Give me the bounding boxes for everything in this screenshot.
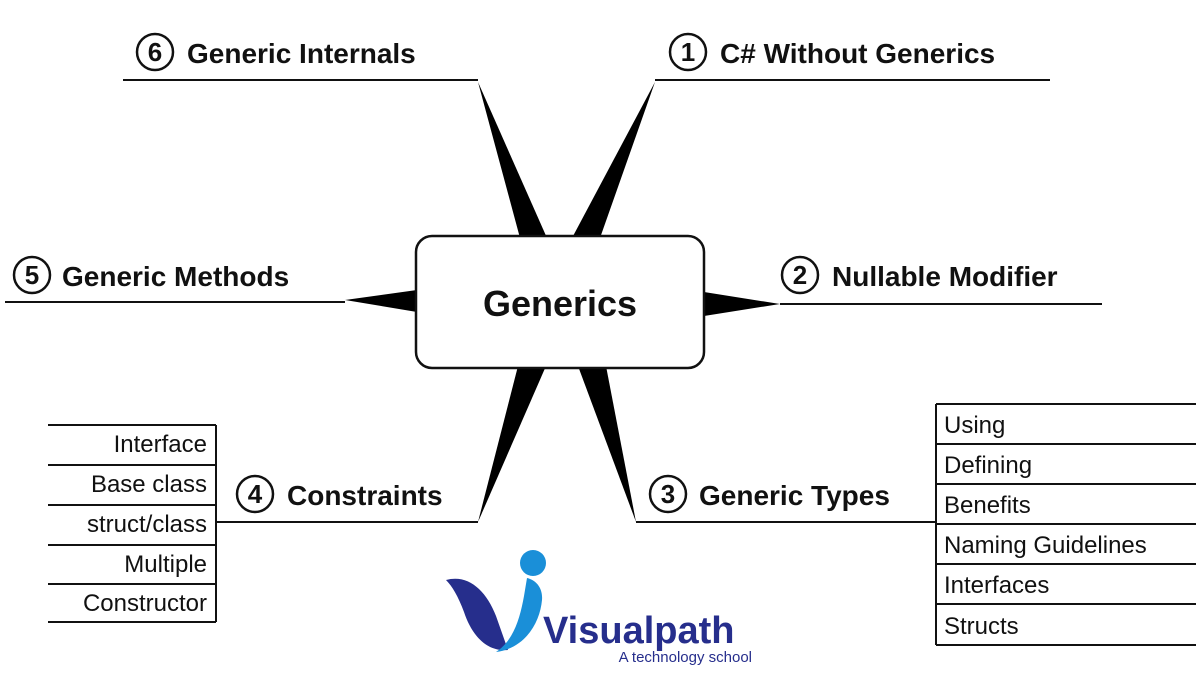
constraints-item: Base class (91, 471, 207, 498)
generic-types-item: Using (944, 412, 1005, 439)
generic-types-item: Defining (944, 452, 1032, 479)
branch-1: 1 C# Without Generics (668, 32, 995, 72)
logo-v-left-stroke (446, 578, 508, 651)
constraints-item: struct/class (87, 511, 207, 538)
branch-1-number: 1 (681, 37, 695, 67)
logo-dot (520, 550, 546, 576)
branch-4-label: Constraints (287, 480, 443, 511)
constraints-sublist: Interface Base class struct/class Multip… (48, 424, 217, 623)
spike-branch-2 (704, 292, 780, 316)
constraints-item: Multiple (124, 551, 207, 578)
spike-branch-6 (478, 82, 547, 238)
branch-underlines (5, 79, 1102, 523)
branch-2-label: Nullable Modifier (832, 261, 1058, 292)
center-node-box (414, 234, 706, 370)
visualpath-logo: Visualpath A technology school (446, 550, 752, 666)
generic-types-item: Benefits (944, 492, 1031, 519)
branch-6-number-badge (135, 32, 175, 72)
branch-2: 2 Nullable Modifier (780, 255, 1058, 295)
branch-6-label: Generic Internals (187, 38, 416, 69)
spike-branch-1 (572, 82, 655, 238)
branch-2-number: 2 (793, 260, 807, 290)
branch-3: 3 Generic Types (648, 474, 890, 514)
branch-6-number: 6 (148, 37, 162, 67)
generic-types-item: Naming Guidelines (944, 532, 1147, 559)
branch-1-label: C# Without Generics (720, 38, 995, 69)
constraints-item: Constructor (83, 590, 207, 617)
spike-branch-5 (345, 290, 417, 312)
branch-3-number: 3 (661, 479, 675, 509)
branch-4-number: 4 (248, 479, 263, 509)
visualpath-logo-name: Visualpath (543, 610, 734, 652)
branch-5-label: Generic Methods (62, 261, 289, 292)
branch-6: 6 Generic Internals (135, 32, 416, 72)
constraints-item: Interface (114, 431, 207, 458)
branch-4-number-badge (235, 474, 275, 514)
connector-spikes (345, 82, 780, 522)
branch-4: 4 Constraints (235, 474, 443, 514)
center-node: Generics (414, 234, 706, 370)
logo-v-right-stroke (496, 578, 543, 652)
branch-5-number: 5 (25, 260, 39, 290)
branch-2-number-badge (780, 255, 820, 295)
center-node-label: Generics (483, 283, 637, 324)
branch-3-label: Generic Types (699, 480, 890, 511)
branch-5: 5 Generic Methods (12, 255, 289, 295)
spike-branch-4 (478, 366, 546, 522)
visualpath-logo-tagline: A technology school (619, 649, 752, 666)
spike-branch-3 (578, 366, 636, 522)
branch-3-number-badge (648, 474, 688, 514)
visualpath-logo-mark (446, 550, 546, 652)
branch-1-number-badge (668, 32, 708, 72)
generic-types-item: Structs (944, 613, 1019, 640)
generic-types-sublist: Using Defining Benefits Naming Guideline… (935, 403, 1196, 646)
branch-5-number-badge (12, 255, 52, 295)
generic-types-item: Interfaces (944, 572, 1049, 599)
